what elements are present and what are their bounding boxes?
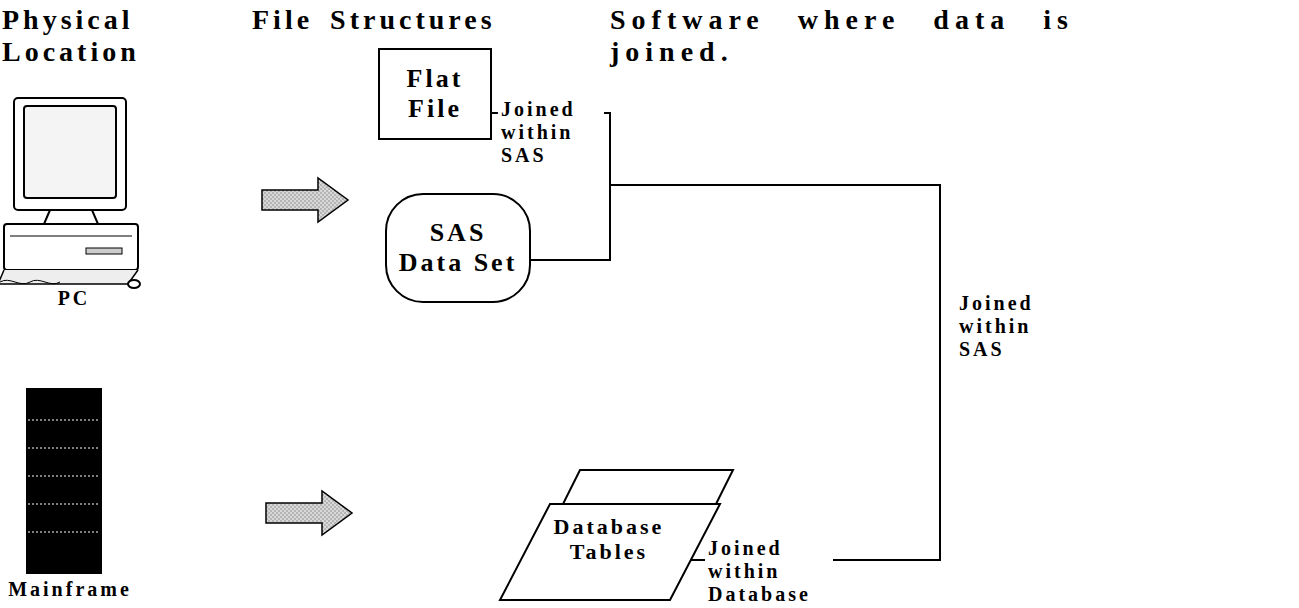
mainframe-illustration <box>26 388 102 574</box>
pc-arrow <box>262 178 348 222</box>
edge-label: Joined within SAS <box>956 290 1062 363</box>
node-text: Flat File <box>388 64 482 124</box>
dataset-box: SAS Data Set <box>385 193 531 303</box>
connector <box>492 113 940 560</box>
table-stack: Database Tables <box>495 468 737 604</box>
device-label: PC <box>44 287 104 310</box>
node-text: SAS Data Set <box>395 218 521 278</box>
device-label: Mainframe <box>0 578 140 601</box>
edge-label: Joined within Database <box>705 535 833 608</box>
column-header: Software where data is joined. <box>610 4 1080 68</box>
node-text: Database Tables <box>544 514 674 565</box>
edge-label: Joined within SAS <box>498 96 604 169</box>
mainframe-arrow <box>266 491 352 535</box>
column-header: File Structures <box>252 4 582 36</box>
table-sheet <box>500 504 720 600</box>
column-header: Physical Location <box>2 4 172 68</box>
pc-illustration <box>0 98 140 288</box>
file-box: Flat File <box>378 48 492 140</box>
